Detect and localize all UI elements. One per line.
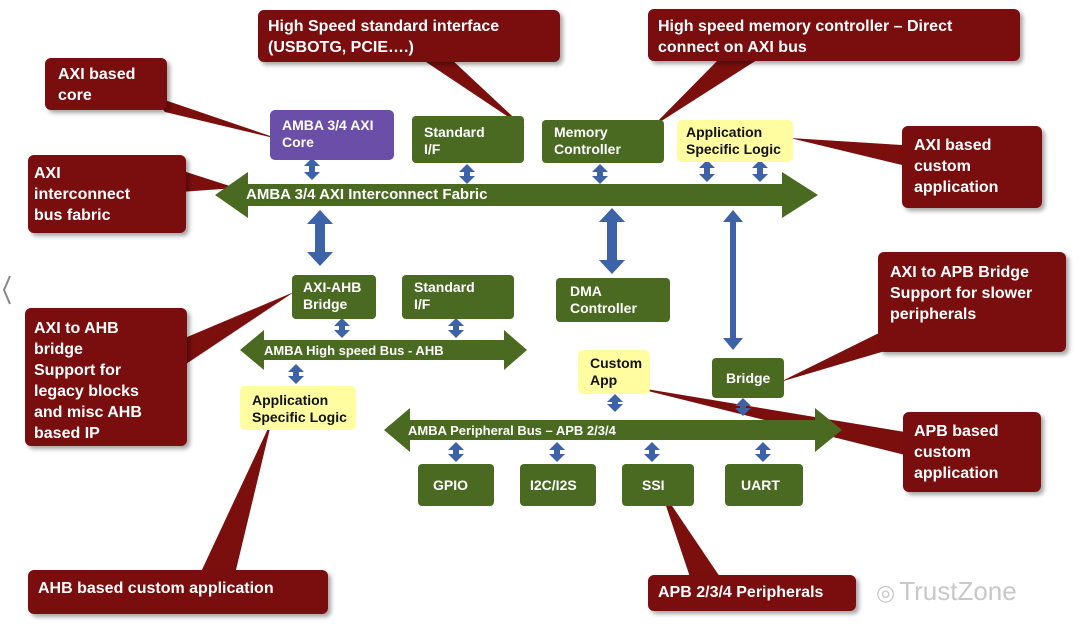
pointer-mem-ctrl — [652, 58, 760, 127]
block-std-if-mid-label: Standard I/F — [414, 279, 475, 312]
pointer-axi-apb — [780, 330, 905, 382]
ahb-bus-label: AMBA High speed Bus - AHB — [264, 343, 444, 358]
conn-axi-to-bridge — [723, 210, 743, 350]
block-axi-ahb-bg — [292, 275, 376, 319]
callout-apb-periph-text: APB 2/3/4 Peripherals — [658, 584, 824, 601]
callout-apb-custom-text: APB based custom application — [914, 423, 999, 482]
pointer-ahb-custom — [200, 420, 272, 574]
pointer-axi-ahb — [180, 292, 294, 368]
callout-mem-ctrl — [648, 9, 1020, 61]
block-std-if-top-bg — [412, 116, 524, 163]
block-ssi-label: SSI — [642, 477, 665, 493]
ahb-bus-arrow — [240, 330, 527, 370]
block-bridge-bg — [712, 358, 784, 398]
pointer-apb-periph — [660, 488, 720, 577]
callout-axi-ahb — [25, 308, 187, 446]
conn-axi-to-ahb-bridge — [307, 210, 333, 266]
conn-std-if-mid — [448, 318, 464, 338]
conn-ahb-bridge — [334, 318, 350, 338]
block-i2c-bg — [520, 464, 596, 506]
axi-bus-label: AMBA 3/4 AXI Interconnect Fabric — [246, 186, 488, 203]
apb-bus-label: AMBA Peripheral Bus – APB 2/3/4 — [408, 423, 616, 438]
block-bridge-label: Bridge — [726, 370, 771, 386]
callout-apb-periph — [648, 575, 856, 611]
block-std-if-top-label: Standard I/F — [424, 124, 485, 157]
conn-gpio — [448, 442, 464, 462]
callout-axi-core — [45, 58, 167, 110]
block-app-logic-ahb-label: Application Specific Logic — [252, 392, 347, 425]
block-axi-core-label: AMBA 3/4 AXI Core — [282, 117, 374, 150]
wechat-icon: ◎ — [876, 580, 896, 605]
conn-ahb-app-logic — [288, 364, 304, 384]
conn-axi-core — [304, 158, 320, 180]
block-i2c-label: I2C/I2S — [530, 477, 577, 493]
edge-chevron-icon — [2, 275, 11, 305]
callout-ahb-custom-text: AHB based custom application — [38, 580, 274, 597]
pointer-high-speed-if — [420, 58, 525, 128]
block-mem-ctrl-bg — [542, 120, 664, 163]
connector-arrows — [288, 158, 771, 462]
block-dma-bg — [556, 278, 670, 322]
pointer-axi-fabric — [180, 170, 236, 192]
callout-apb-custom — [903, 412, 1041, 492]
callout-axi-apb-text: AXI to APB Bridge Support for slower per… — [890, 264, 1033, 323]
conn-axi-to-dma — [599, 208, 625, 274]
block-mem-ctrl-label: Memory Controller — [554, 124, 621, 157]
block-dma-label: DMA Controller — [570, 283, 637, 316]
block-app-logic-ahb-bg — [240, 386, 356, 430]
conn-bridge-apb — [735, 398, 751, 416]
callout-high-speed-if — [258, 10, 560, 62]
pointer-axi-core — [150, 95, 282, 140]
callout-axi-core-text: AXI based core — [58, 66, 136, 104]
block-ssi-bg — [622, 464, 694, 506]
block-uart-label: UART — [741, 477, 780, 493]
block-custom-app-bg — [578, 350, 650, 394]
conn-mem-ctrl — [592, 164, 608, 184]
conn-uart — [755, 442, 771, 462]
watermark-text: TrustZone — [899, 576, 1017, 606]
watermark: ◎TrustZone — [876, 576, 1017, 607]
axi-bus-arrow — [215, 172, 818, 218]
callout-pointers — [150, 58, 905, 577]
callout-ahb-custom — [28, 570, 328, 614]
block-app-logic-top-bg — [677, 120, 793, 162]
yellow-blocks — [240, 120, 793, 430]
conn-app-logic-top-2 — [752, 160, 768, 182]
callout-axi-ahb-text: AXI to AHB bridge Support for legacy blo… — [34, 320, 142, 442]
callout-boxes — [25, 9, 1066, 614]
block-gpio-bg — [418, 464, 494, 506]
block-custom-app-label: Custom App — [590, 355, 643, 388]
green-blocks — [292, 116, 803, 506]
callout-high-speed-if-text: High Speed standard interface (USBOTG, P… — [268, 18, 500, 56]
block-std-if-mid-bg — [402, 275, 514, 319]
conn-std-if-top — [459, 164, 475, 184]
callout-axi-fabric — [28, 155, 186, 233]
callout-axi-fabric-text: AXI interconnect bus fabric — [34, 165, 131, 224]
callout-mem-ctrl-text: High speed memory controller – Direct co… — [658, 18, 953, 56]
block-axi-core-bg — [270, 110, 394, 160]
callout-axi-apb — [878, 252, 1066, 352]
conn-custom-app — [607, 394, 623, 412]
conn-app-logic-top-1 — [699, 160, 715, 182]
block-gpio-label: GPIO — [433, 477, 469, 493]
conn-i2c — [549, 442, 565, 462]
pointer-axi-custom — [790, 138, 902, 165]
callout-axi-custom — [902, 126, 1042, 208]
apb-bus-arrow — [384, 408, 842, 452]
callout-axi-custom-text: AXI based custom application — [914, 137, 999, 196]
block-app-logic-top-label: Application Specific Logic — [686, 124, 781, 157]
block-axi-ahb-label: AXI-AHB Bridge — [303, 279, 362, 312]
block-uart-bg — [725, 464, 803, 506]
conn-ssi — [644, 442, 660, 462]
